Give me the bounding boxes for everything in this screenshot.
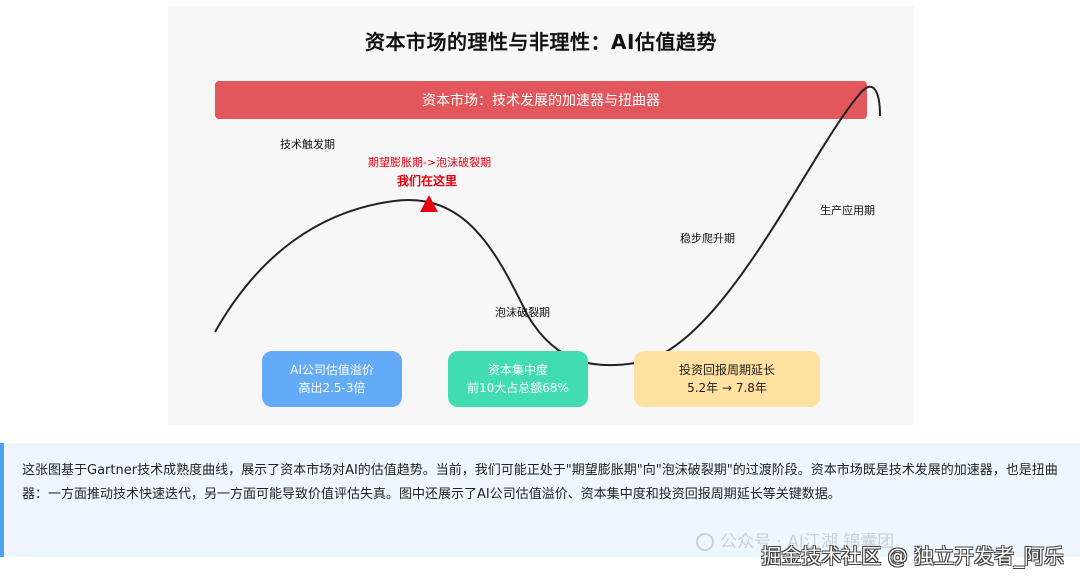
label-trigger: 技术触发期 xyxy=(280,138,335,151)
card-value: 高出2.5-3倍 xyxy=(298,381,366,395)
diagram-title: 资本市场的理性与非理性：AI估值趋势 xyxy=(365,30,717,54)
juejin-watermark: 掘金技术社区 @ 独立开发者_阿乐 xyxy=(761,544,1064,568)
wechat-watermark-text: 公众号 · AI江湖 锦囊团 xyxy=(720,532,895,552)
card-return-period: 投资回报周期延长 5.2年 → 7.8年 xyxy=(634,351,820,407)
diagram-panel: 资本市场的理性与非理性：AI估值趋势 资本市场：技术发展的加速器与扭曲器 技术触… xyxy=(168,6,914,425)
label-slope: 稳步爬升期 xyxy=(680,232,735,245)
card-value: 5.2年 → 7.8年 xyxy=(687,381,767,395)
label-we-are-here: 我们在这里 xyxy=(397,174,458,188)
description-box: 这张图基于Gartner技术成熟度曲线，展示了资本市场对AI的估值趋势。当前，我… xyxy=(0,443,1080,557)
card-valuation-premium: AI公司估值溢价 高出2.5-3倍 xyxy=(262,351,402,407)
label-expectation-to-bubble: 期望膨胀期->泡沫破裂期 xyxy=(368,156,492,169)
card-title: AI公司估值溢价 xyxy=(290,363,374,377)
banner: 资本市场：技术发展的加速器与扭曲器 xyxy=(215,81,867,119)
wechat-icon xyxy=(696,533,714,551)
card-value: 前10大占总额68% xyxy=(467,381,569,395)
hype-curve-line xyxy=(214,85,881,367)
card-capital-concentration: 资本集中度 前10大占总额68% xyxy=(448,351,588,407)
card-title: 资本集中度 xyxy=(487,363,548,377)
card-title: 投资回报周期延长 xyxy=(678,363,775,377)
label-plateau: 生产应用期 xyxy=(820,204,875,217)
label-trough: 泡沫破裂期 xyxy=(495,306,550,319)
description-text: 这张图基于Gartner技术成熟度曲线，展示了资本市场对AI的估值趋势。当前，我… xyxy=(22,463,1058,502)
wechat-watermark: 公众号 · AI江湖 锦囊团 xyxy=(696,527,894,552)
we-are-here-marker xyxy=(420,195,438,212)
